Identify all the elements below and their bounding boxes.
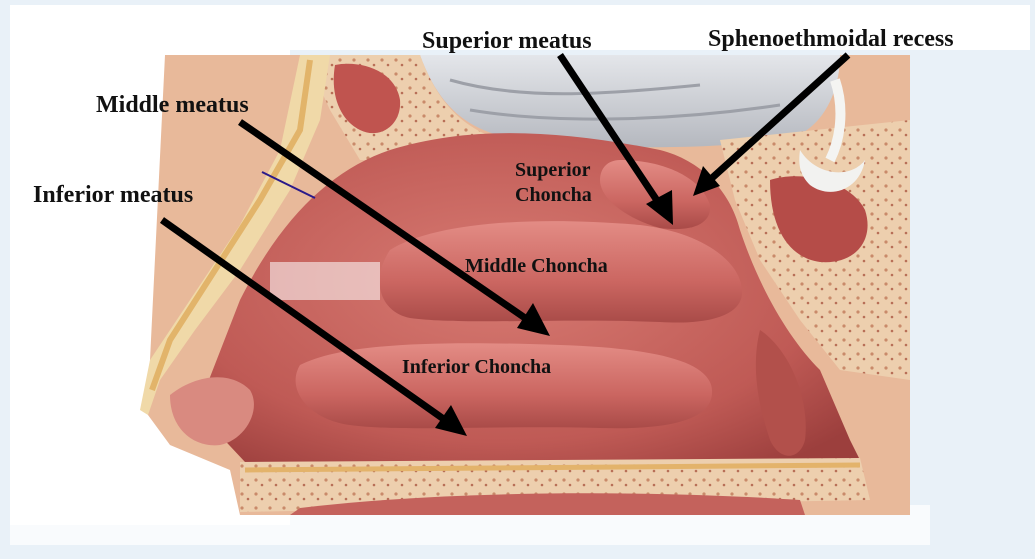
label-superior-concha-line2: Choncha [515,185,592,206]
label-superior-concha-line1: Superior [515,160,591,181]
label-sphenoethmoidal-recess: Sphenoethmoidal recess [708,27,954,52]
label-inferior-meatus: Inferior meatus [33,183,193,208]
label-middle-concha: Middle Choncha [465,256,608,277]
label-inferior-concha: Inferior Choncha [402,357,551,378]
label-middle-meatus: Middle meatus [96,93,249,118]
label-superior-meatus: Superior meatus [422,29,592,54]
